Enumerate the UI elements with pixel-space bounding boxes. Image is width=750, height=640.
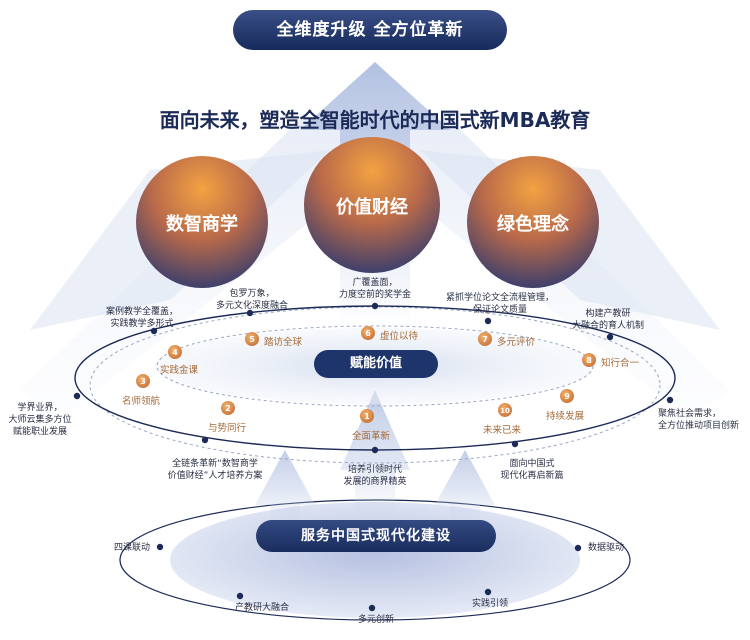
base-item-innovation: 多元创新 (357, 615, 395, 625)
slogan: 面向未来，塑造全智能时代的中国式新MBA教育 (159, 108, 591, 132)
svg-text:6: 6 (365, 329, 371, 338)
svg-text:7: 7 (482, 335, 488, 344)
label-6: 虚位以待 (380, 331, 419, 342)
base-pill: 服务中国式现代化建设 (256, 520, 496, 552)
note-elite: 培养引领时代发展的商界精英 (343, 465, 407, 487)
note-program: 全链条革新“数智商学价值财经”人才培养方案 (167, 459, 263, 481)
label-5: 踏访全球 (264, 337, 303, 348)
base-item-industry-fusion: 产教研大融合 (234, 603, 290, 613)
base-item-data-driven: 数据驱动 (588, 543, 625, 553)
svg-text:3: 3 (140, 377, 146, 386)
note-mentors: 学界业界，大师云集多方位赋能职业发展 (8, 403, 72, 437)
base-item-four-courses: 四课联动 (113, 543, 150, 553)
svg-text:1: 1 (364, 412, 370, 421)
numbered-marker-digits: 1 2 3 4 5 6 7 8 9 10 (140, 329, 592, 421)
sphere-right-shape (467, 156, 599, 288)
sphere-right-label: 绿色理念 (497, 214, 569, 235)
base-arrow-left (255, 450, 315, 530)
sphere-left-label: 数智商学 (166, 214, 238, 235)
note-industry: 构建产教研大融合的育人机制 (571, 309, 645, 331)
svg-text:5: 5 (249, 335, 255, 344)
orbit-dots (73, 302, 674, 612)
svg-text:4: 4 (172, 348, 178, 357)
svg-text:9: 9 (564, 392, 570, 401)
base-arrow-center (340, 390, 410, 525)
note-society: 聚焦社会需求，全方位推动项目创新 (658, 409, 740, 431)
label-1: 全面革新 (352, 431, 391, 442)
numbered-markers (136, 326, 596, 423)
label-8: 知行合一 (601, 358, 640, 369)
label-7: 多元评价 (497, 337, 536, 348)
sphere-left-shape (136, 156, 268, 288)
base-item-practice: 实践引领 (471, 599, 509, 609)
note-chinese: 面向中国式现代化再启新篇 (500, 459, 564, 481)
note-scholarship: 广覆盖面，力度空前的奖学金 (338, 278, 412, 300)
center-value-pill: 赋能价值 (314, 350, 438, 378)
label-2: 与势同行 (208, 423, 247, 434)
note-thesis: 紧抓学位论文全流程管理，保证论文质量 (445, 293, 555, 315)
svg-text:2: 2 (225, 404, 231, 413)
svg-text:8: 8 (586, 356, 592, 365)
inner-dashed-ring (156, 325, 594, 407)
note-culture: 包罗万象，多元文化深度融合 (215, 289, 289, 311)
label-9: 持续发展 (546, 411, 585, 422)
sphere-center-shape (304, 137, 440, 273)
top-banner: 全维度升级 全方位革新 (233, 10, 507, 50)
label-3: 名师领航 (122, 396, 161, 407)
label-4: 实践金课 (160, 365, 199, 376)
base-arrow-right (435, 450, 495, 530)
label-10: 未来已来 (483, 425, 522, 436)
note-case-teaching: 案例教学全覆盖，实践教学多形式 (105, 307, 179, 329)
sphere-center-label: 价值财经 (336, 197, 408, 218)
svg-text:10: 10 (500, 407, 510, 415)
